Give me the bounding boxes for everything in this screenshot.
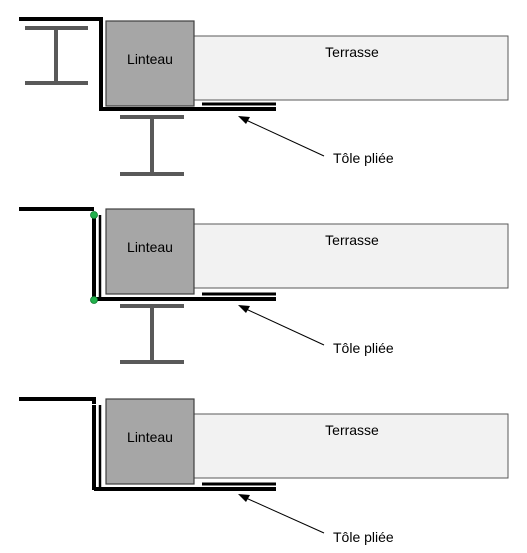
panel-1: Linteau Terrasse Tôle pliée [19, 17, 509, 176]
folded-sheet [19, 397, 276, 491]
lintel-label: Linteau [127, 239, 173, 255]
upper-i-beam [25, 26, 88, 85]
folded-sheet-label: Tôle pliée [333, 529, 394, 545]
lintel-box [105, 20, 195, 107]
lintel-label: Linteau [127, 429, 173, 445]
lintel-box [105, 208, 195, 295]
terrace-label: Terrasse [325, 422, 379, 438]
panel-3: Linteau Terrasse Tôle pliée [19, 397, 509, 545]
folded-sheet [19, 207, 276, 301]
callout-arrow [238, 494, 325, 534]
lower-i-beam [120, 115, 184, 176]
terrace-slab [193, 35, 509, 101]
terrace-label: Terrasse [325, 44, 379, 60]
folded-sheet-label: Tôle pliée [333, 340, 394, 356]
lintel-box [105, 398, 195, 485]
panel-2: Linteau Terrasse Tôle pliée [19, 207, 509, 364]
terrace-label: Terrasse [325, 232, 379, 248]
fold-point-marker [90, 296, 98, 304]
terrace-slab [193, 223, 509, 289]
folded-sheet [19, 17, 276, 111]
folded-sheet-label: Tôle pliée [333, 150, 394, 166]
lower-i-beam [120, 304, 184, 364]
lintel-label: Linteau [127, 51, 173, 67]
callout-arrow [238, 116, 325, 157]
callout-arrow [238, 305, 325, 346]
fold-point-marker [90, 211, 98, 219]
